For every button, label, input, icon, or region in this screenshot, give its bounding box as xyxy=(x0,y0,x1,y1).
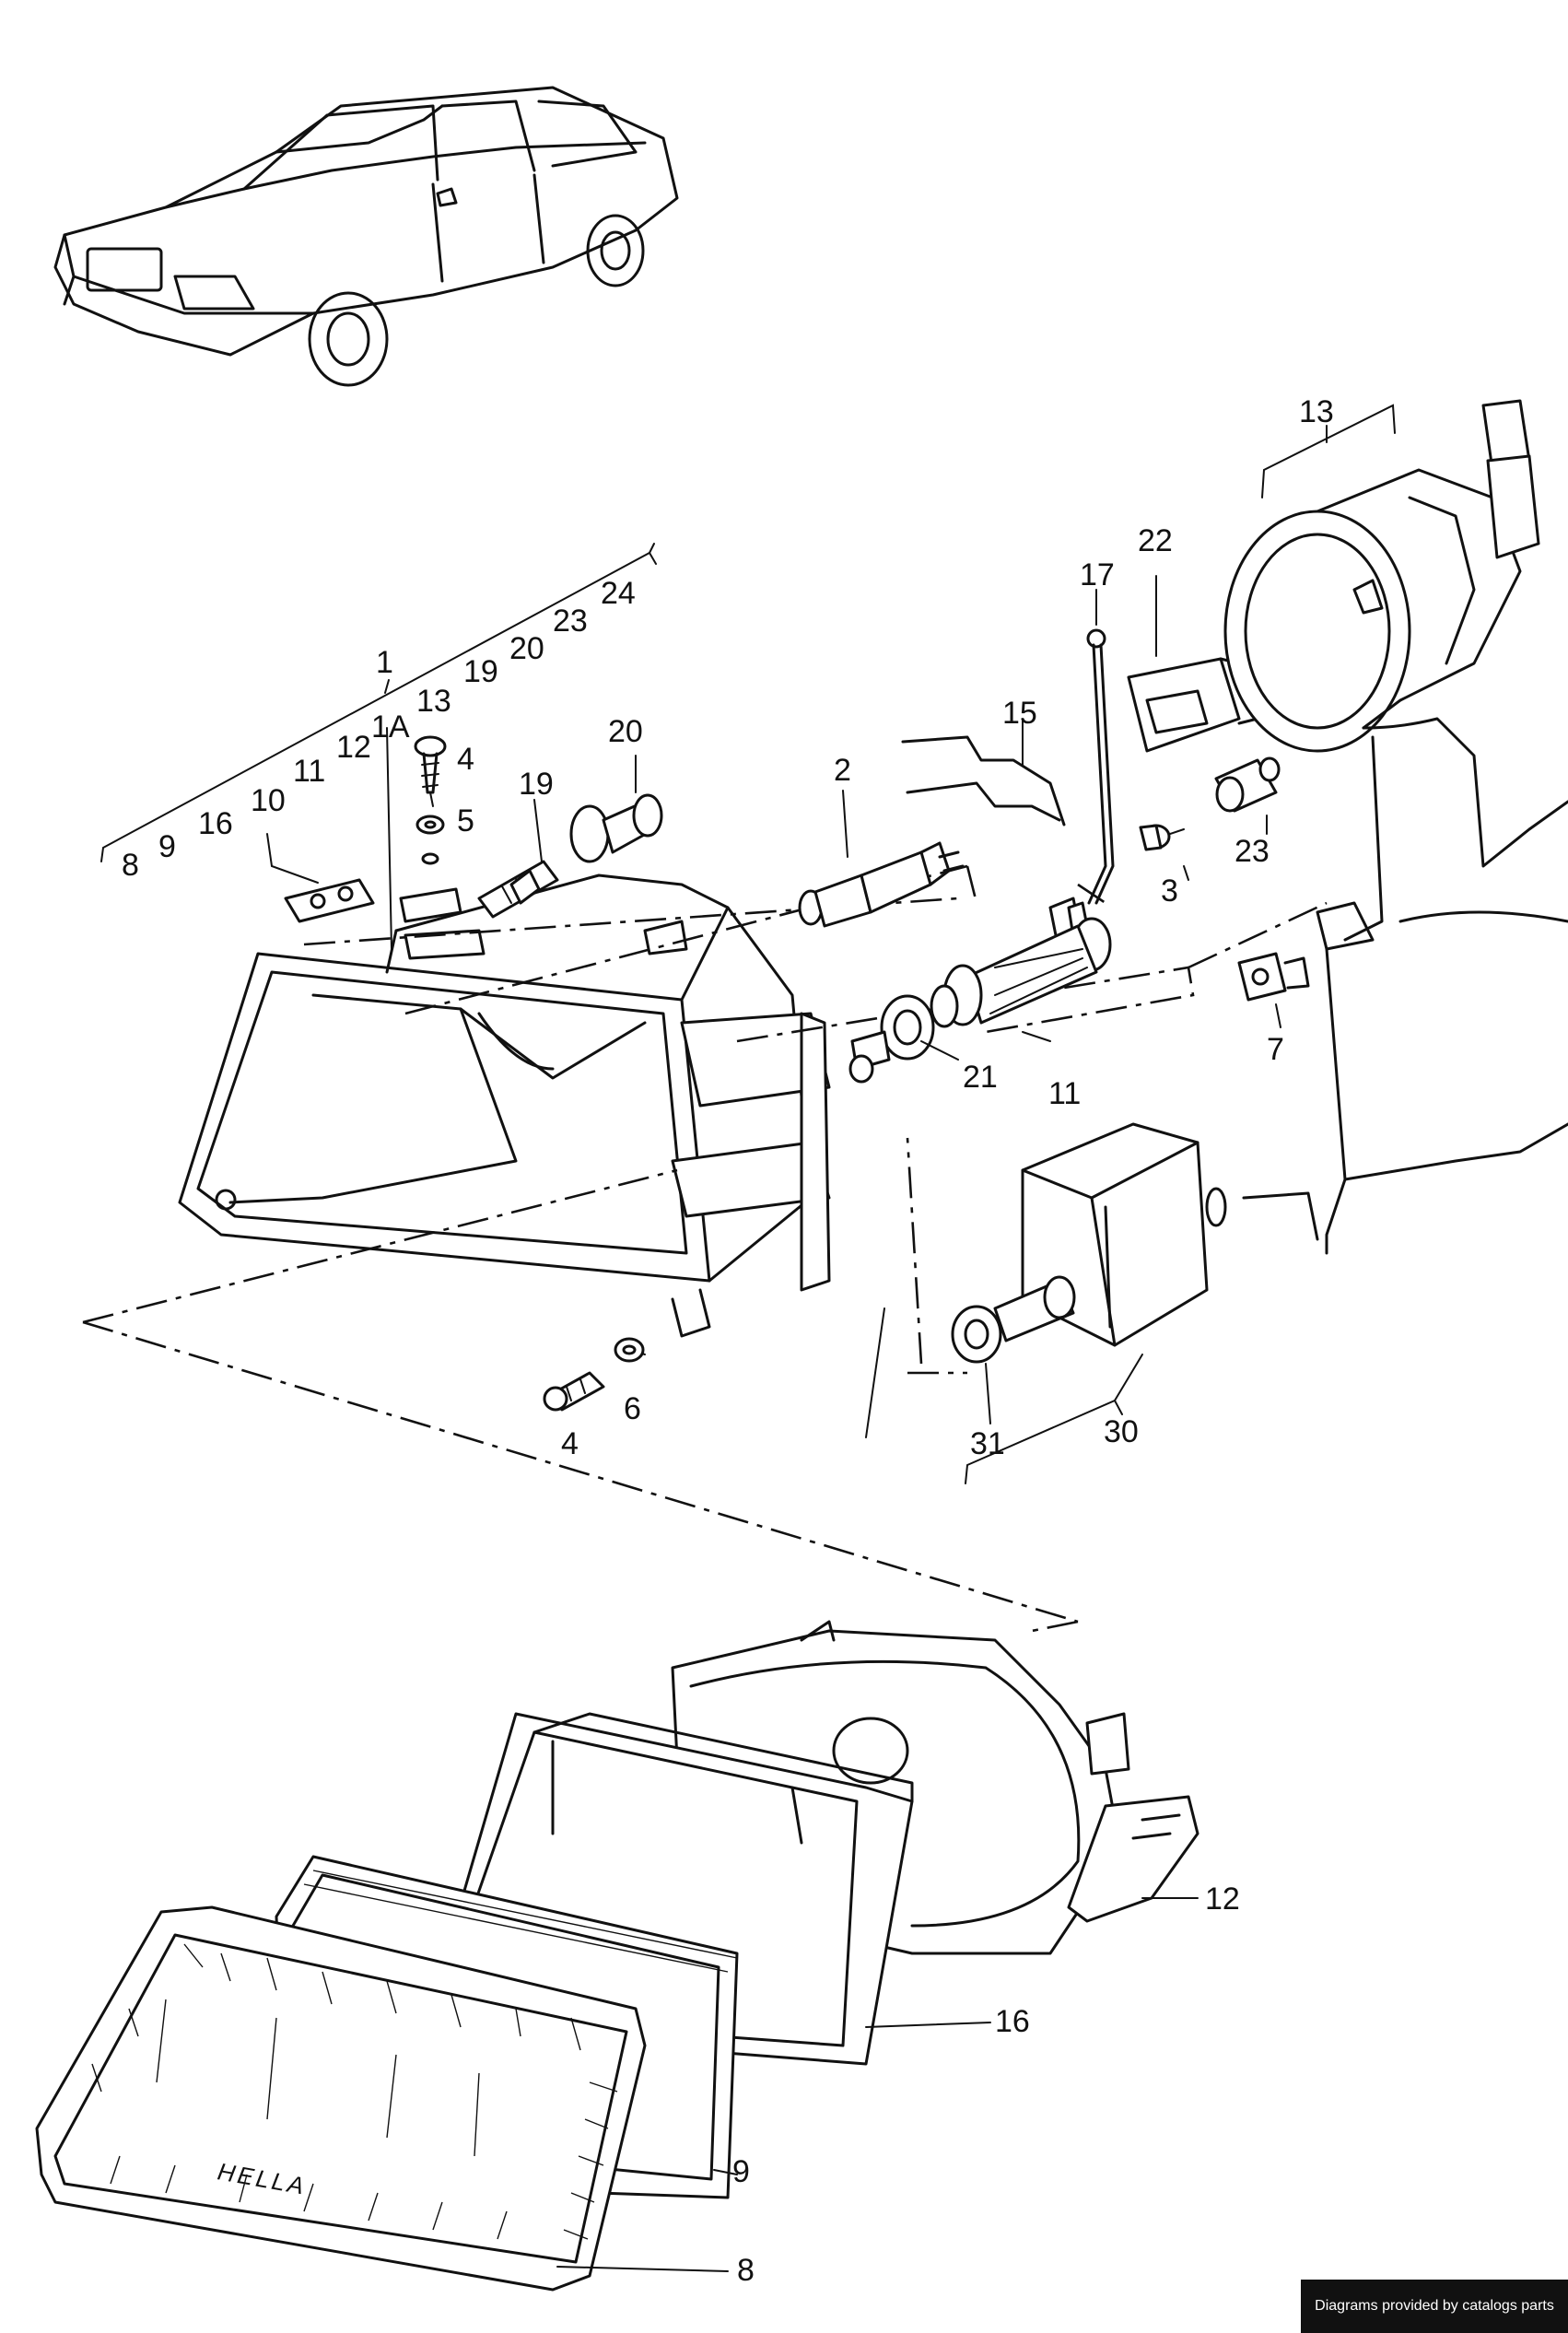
screw-4-top xyxy=(414,735,447,794)
label-20-knob: 20 xyxy=(608,714,643,749)
label-31: 31 xyxy=(970,1426,1005,1461)
part-labels: 1 1A 2 3 4 4 5 6 7 8 8 9 9 10 11 11 12 1… xyxy=(122,394,1334,2288)
label-2: 2 xyxy=(834,753,851,788)
label-5: 5 xyxy=(457,803,474,838)
label-20-kit: 20 xyxy=(509,631,544,666)
label-15: 15 xyxy=(1002,696,1037,731)
label-23-kit: 23 xyxy=(553,604,588,639)
small-parts-bottom xyxy=(543,1337,645,1412)
label-11-kit: 11 xyxy=(293,754,325,789)
label-17: 17 xyxy=(1080,557,1115,592)
label-30: 30 xyxy=(1104,1414,1139,1449)
bracket-30-31 xyxy=(965,1354,1143,1484)
label-6: 6 xyxy=(624,1391,641,1426)
label-9-seal: 9 xyxy=(732,2154,750,2189)
lens-8: HELLA xyxy=(35,1905,729,2292)
label-3: 3 xyxy=(1161,873,1178,909)
adjuster-19 xyxy=(477,799,559,919)
bulb-23 xyxy=(1214,756,1281,813)
label-12-reflector: 12 xyxy=(1205,1882,1240,1917)
clip-10 xyxy=(266,833,375,923)
label-1A: 1A xyxy=(371,709,410,744)
clip-1A xyxy=(386,727,462,950)
label-13-kit: 13 xyxy=(416,684,451,719)
headlight-housing xyxy=(178,873,831,1338)
adjuster-knob-20 xyxy=(569,755,663,863)
label-16-frame: 16 xyxy=(995,2004,1030,2039)
bulb-21 xyxy=(848,994,959,1084)
label-7: 7 xyxy=(1267,1032,1284,1067)
bracket-13-top xyxy=(1261,404,1396,498)
bulb-socket-7 xyxy=(1237,952,1310,1028)
label-4-top: 4 xyxy=(457,742,474,777)
label-1: 1 xyxy=(376,645,393,680)
wiring-15 xyxy=(901,718,1066,827)
label-19-kit: 19 xyxy=(463,654,498,689)
bulb-holder-11 xyxy=(930,897,1112,1028)
label-9-kit: 9 xyxy=(158,829,176,864)
credit-banner: Diagrams provided by catalogs parts xyxy=(1301,2280,1568,2333)
label-11-holder: 11 xyxy=(1048,1076,1081,1111)
label-4-bottom: 4 xyxy=(561,1426,579,1461)
label-8-lens: 8 xyxy=(737,2253,755,2288)
adjuster-rod-17 xyxy=(1086,589,1115,905)
label-16-kit: 16 xyxy=(198,806,233,841)
kit-bracket-1 xyxy=(100,543,657,862)
label-10: 10 xyxy=(251,783,286,818)
bulb-31 xyxy=(951,1275,1076,1364)
label-19-adjuster: 19 xyxy=(519,767,554,802)
label-8-kit: 8 xyxy=(122,848,139,883)
label-12-kit: 12 xyxy=(336,730,371,765)
label-23-bulb: 23 xyxy=(1235,834,1270,869)
label-24: 24 xyxy=(601,576,636,611)
headlamp-socket-ring xyxy=(1223,399,1540,753)
label-22: 22 xyxy=(1138,523,1173,558)
label-13-ring: 13 xyxy=(1299,394,1334,429)
bulb-2 xyxy=(798,790,965,928)
car-illustration xyxy=(53,86,679,387)
bulb-3 xyxy=(1139,824,1185,851)
washer-5 xyxy=(415,815,445,865)
label-21: 21 xyxy=(963,1060,998,1095)
body-panel xyxy=(1242,717,1568,1255)
